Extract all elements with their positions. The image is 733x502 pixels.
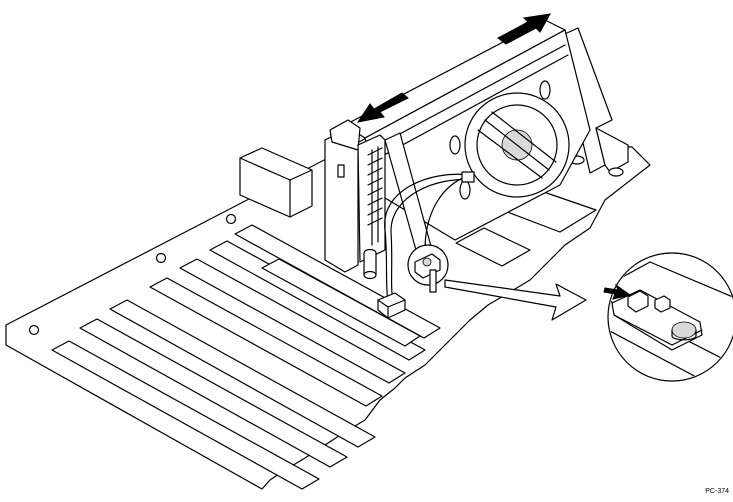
mounting-hole — [28, 324, 40, 336]
latch-callout-source — [407, 244, 449, 293]
expansion-slots — [51, 224, 441, 490]
expansion-slot — [51, 340, 320, 490]
expansion-slot — [79, 318, 348, 468]
figure-id-label: PC-374 — [705, 488, 729, 495]
cartridge-clip — [449, 135, 461, 155]
fan-power-cable — [384, 173, 471, 301]
fan-cable-connector — [461, 171, 475, 183]
processor-cartridge — [344, 19, 591, 241]
mounting-hole — [225, 213, 237, 225]
arrow-left-icon — [356, 92, 409, 123]
expansion-slot — [261, 258, 421, 347]
cartridge-clip — [459, 180, 471, 200]
fan-cable — [384, 171, 475, 301]
power-block — [239, 147, 313, 218]
latch-tab — [337, 164, 345, 178]
cartridge-clip — [539, 80, 551, 100]
expansion-slot — [109, 299, 376, 448]
standoff — [363, 248, 377, 280]
arrow-right-icon — [497, 13, 551, 45]
magnified-inset — [603, 252, 733, 382]
callout-arrow-icon — [444, 279, 587, 321]
latch-knob — [671, 321, 697, 339]
mounting-hole — [155, 252, 167, 264]
expansion-slot — [179, 258, 406, 384]
fan-header — [377, 292, 406, 319]
latch-tab — [627, 290, 649, 313]
arrow-right-icon — [603, 283, 632, 300]
direction-arrows — [356, 13, 551, 123]
mounting-post — [608, 167, 624, 177]
expansion-slot — [209, 240, 426, 361]
expansion-slot — [149, 277, 383, 407]
board-platform — [455, 227, 531, 267]
latch-knob — [422, 257, 432, 267]
